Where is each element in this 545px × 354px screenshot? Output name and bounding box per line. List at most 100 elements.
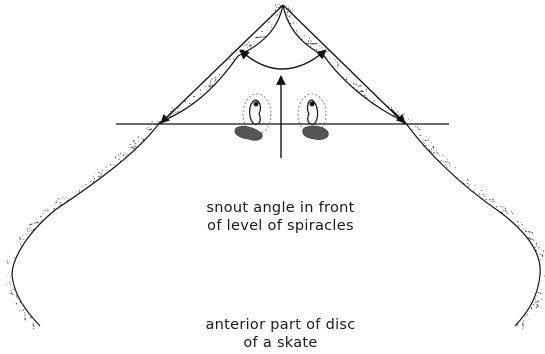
stipple-dot (271, 27, 272, 28)
stipple-dot (23, 309, 24, 310)
stipple-dot (210, 83, 211, 84)
stipple-dot (212, 84, 213, 85)
stipple-dot (178, 108, 179, 109)
stipple-dot (210, 81, 211, 82)
stipple-dot (152, 121, 153, 122)
stipple-dot (184, 101, 185, 102)
stipple-dot (7, 262, 8, 263)
stipple-dot (450, 166, 451, 167)
stipple-dot (94, 178, 95, 179)
stipple-dot (228, 59, 229, 60)
stipple-dot (540, 259, 541, 260)
stipple-dot (446, 165, 447, 166)
stipple-dot (178, 111, 179, 112)
stipple-dot (20, 238, 21, 239)
stipple-dot (297, 34, 298, 35)
stipple-dot (326, 57, 327, 58)
stipple-dot (261, 31, 262, 32)
stipple-dot (217, 77, 218, 78)
stipple-dot (93, 181, 94, 182)
stipple-dot (19, 237, 20, 238)
stipple-dot (360, 85, 361, 86)
stipple-dot (157, 121, 158, 122)
stipple-dot (395, 108, 396, 109)
stipple-dot (138, 141, 139, 142)
stipple-dot (391, 107, 392, 108)
stipple-dot (294, 22, 295, 23)
stipple-dot (315, 43, 316, 44)
stipple-dot (425, 140, 426, 141)
stipple-dot (226, 65, 227, 66)
stipple-dot (438, 153, 439, 154)
stipple-dot (369, 98, 370, 99)
stipple-dot (20, 243, 21, 244)
stipple-dot (467, 179, 468, 180)
stipple-dot (12, 288, 13, 289)
stipple-dot (419, 129, 420, 130)
stipple-dot (536, 243, 537, 244)
stipple-dot (134, 140, 135, 141)
stipple-dot (98, 172, 99, 173)
stipple-dot (8, 272, 9, 273)
stipple-dot (431, 151, 432, 152)
stipple-dot (364, 95, 365, 96)
stipple-dot (426, 136, 427, 137)
stipple-dot (189, 103, 190, 104)
stipple-dot (142, 137, 143, 138)
stipple-dot (175, 111, 176, 112)
stipple-dot (323, 50, 324, 51)
stipple-dot (101, 172, 102, 173)
stipple-dot (250, 47, 251, 48)
stipple-dot (209, 86, 210, 87)
stipple-dot (328, 51, 329, 52)
stipple-dot (533, 239, 534, 240)
stipple-dot (120, 153, 121, 154)
stipple-dot (543, 280, 544, 281)
stipple-dot (205, 86, 206, 87)
disc-caption: anterior part of disc of a skate (8, 316, 545, 352)
stipple-dot (366, 89, 367, 90)
snout-angle-line-left (160, 5, 283, 124)
stipple-dot (286, 5, 287, 6)
stipple-dot (327, 51, 328, 52)
stipple-dot (261, 37, 262, 38)
stipple-dot (63, 196, 64, 197)
stipple-dot (336, 61, 337, 62)
stipple-dot (540, 254, 541, 255)
stipple-dot (219, 74, 220, 75)
stipple-dot (134, 143, 135, 144)
stipple-dot (346, 79, 347, 80)
stipple-dot (375, 100, 376, 101)
stipple-dot (118, 158, 119, 159)
stipple-dot (336, 66, 337, 67)
stipple-dot (131, 147, 132, 148)
stipple-dot (172, 107, 173, 108)
stipple-dot (211, 80, 212, 81)
stipple-dot (343, 77, 344, 78)
stipple-dot (278, 5, 279, 6)
stipple-dot (309, 37, 310, 38)
stipple-dot (469, 184, 470, 185)
stipple-dot (253, 43, 254, 44)
stipple-dot (411, 120, 412, 121)
stipple-dot (106, 170, 107, 171)
stipple-dot (455, 167, 456, 168)
stipple-dot (21, 311, 22, 312)
stipple-dot (146, 128, 147, 129)
snout-angle-caption: snout angle in front of level of spiracl… (8, 199, 545, 235)
stipple-dot (72, 192, 73, 193)
stipple-dot (358, 85, 359, 86)
stipple-dot (254, 41, 255, 42)
stipple-dot (149, 129, 150, 130)
stipple-dot (9, 282, 10, 283)
stipple-dot (12, 294, 13, 295)
stipple-dot (65, 197, 66, 198)
stipple-dot (321, 47, 322, 48)
stipple-dot (24, 314, 25, 315)
stipple-dot (442, 155, 443, 156)
stipple-dot (539, 246, 540, 247)
stipple-dot (148, 129, 149, 130)
stipple-dot (113, 164, 114, 165)
stipple-dot (115, 157, 116, 158)
stipple-dot (311, 43, 312, 44)
